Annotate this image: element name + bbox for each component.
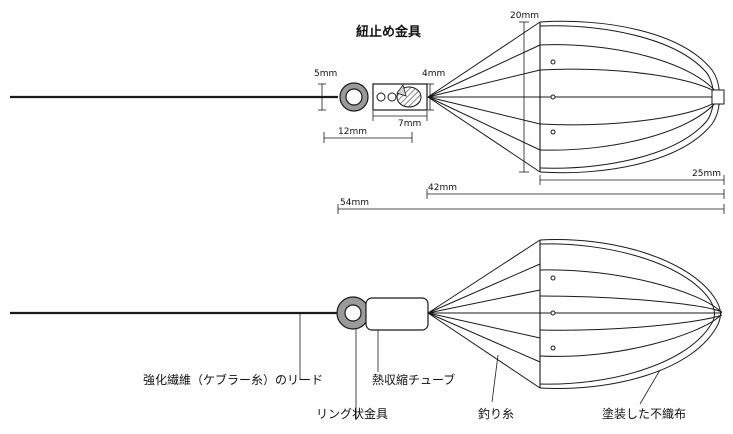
dim-cage-diameter: 20mm [510,11,539,21]
top-fitting-crimp [396,84,407,97]
label-ring: リング状金具 [316,407,389,421]
dim-fitting-length: 7mm [398,119,422,129]
top-fitting-pin [387,92,397,102]
label-cloth: 塗装した不織布 [602,407,687,421]
top-assembly [10,20,725,214]
bottom-heat-shrink [365,297,429,331]
fitting-title: 紐止め金具 [356,25,422,40]
top-fitting-eye [376,92,386,102]
label-heat-shrink: 熱収縮チューブ [372,373,456,387]
bottom-ring-hole [344,304,362,322]
dim-total-length: 54mm [340,198,369,208]
label-kevlar-line: 強化繊維（ケブラー糸）のリード [143,373,324,387]
label-fishing-line: 釣り糸 [478,407,515,421]
bottom-cage [427,239,723,389]
top-ring-hole [345,88,363,106]
top-cage [427,20,725,174]
bottom-assembly [10,239,723,420]
dim-cage-length: 25mm [692,169,721,179]
dim-fitting-to-end: 42mm [428,183,457,193]
dim-ring-diameter: 5mm [314,69,338,79]
dim-fitting-height: 4mm [422,69,446,79]
dim-ring-to-fitting: 12mm [338,127,367,137]
